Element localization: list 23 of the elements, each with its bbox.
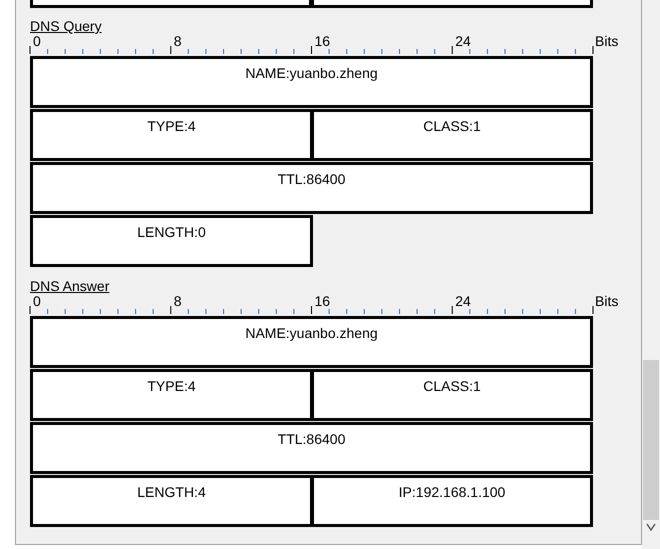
field-cell: IP:192.168.1.100 <box>311 475 593 527</box>
unit-label: Bits <box>595 33 618 49</box>
field-cell: CLASS:1 <box>311 369 593 421</box>
field-cell: TTL:86400 <box>30 162 593 214</box>
bit-number: 24 <box>455 293 471 309</box>
bit-number: 24 <box>455 33 471 49</box>
section-title: DNS Answer <box>30 278 110 294</box>
field-cell: NAME:yuanbo.zheng <box>30 316 593 368</box>
bit-number: 8 <box>174 33 182 49</box>
bit-number: 8 <box>174 293 182 309</box>
field-cell: TYPE:4 <box>30 369 313 421</box>
bit-number: 0 <box>33 33 41 49</box>
unit-label: Bits <box>595 293 618 309</box>
bit-number: 16 <box>314 293 330 309</box>
field-cell: CLASS:1 <box>311 109 593 161</box>
field-cell: TTL:86400 <box>30 422 593 474</box>
field-cell: NAME:yuanbo.zheng <box>30 56 593 108</box>
field-cell: LENGTH:4 <box>30 475 313 527</box>
bit-number: 0 <box>33 293 41 309</box>
section-title: DNS Query <box>30 18 102 34</box>
bit-number: 16 <box>314 33 330 49</box>
field-cell: TYPE:4 <box>30 109 313 161</box>
field-cell: LENGTH:0 <box>30 215 313 267</box>
